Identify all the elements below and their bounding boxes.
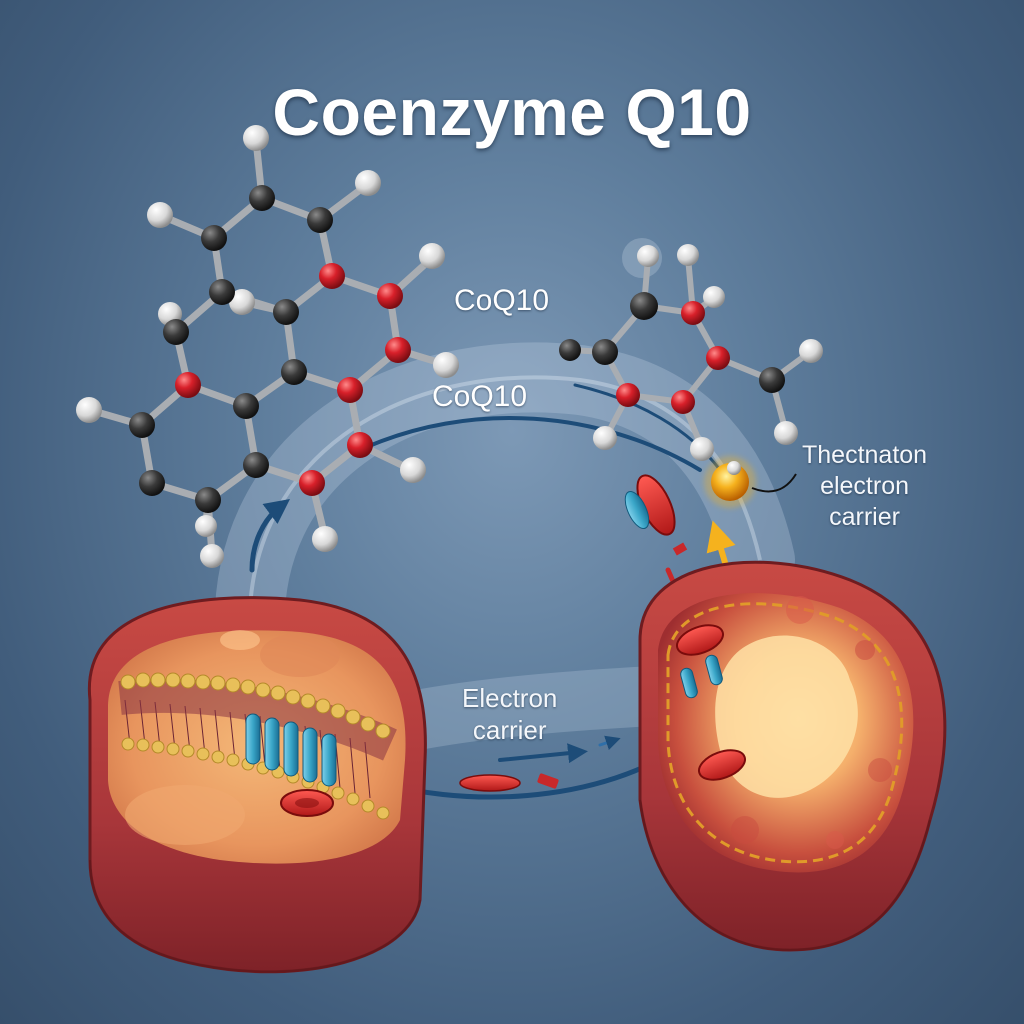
right-cell xyxy=(638,560,947,952)
hydrogen-atoms xyxy=(76,125,459,568)
callout-line-3: carrier xyxy=(829,503,900,531)
callout-line-2: electron xyxy=(820,472,910,500)
arrow-arc-top xyxy=(358,416,702,472)
label-coq10-arc: CoQ10 xyxy=(432,380,528,413)
electron-particle xyxy=(711,463,749,501)
coq10-molecule-left xyxy=(76,125,459,568)
membrane-heads-top xyxy=(120,672,391,739)
label-electron-carrier-center: Electron carrier xyxy=(462,682,557,746)
membrane-bilayer xyxy=(118,672,397,820)
left-cell-organelles xyxy=(125,630,340,845)
page-title: Coenzyme Q10 xyxy=(272,75,752,149)
oxygen-atoms xyxy=(175,263,411,496)
electron-callout xyxy=(704,456,797,508)
left-cell xyxy=(87,596,427,974)
right-cell-matrix xyxy=(715,596,892,849)
membrane-proteins xyxy=(245,713,337,787)
arrow-up-left xyxy=(249,498,290,573)
center-label-line-2: carrier xyxy=(472,715,547,745)
right-red-blood-cells xyxy=(676,624,746,781)
label-electron-carrier-right: Thectnaton electron carrier xyxy=(802,440,927,533)
arrow-center-right xyxy=(498,743,588,764)
callout-leader-line xyxy=(751,473,797,493)
left-red-blood-cell xyxy=(280,789,334,817)
floating-carriers xyxy=(459,474,688,792)
coq10-molecule-right xyxy=(559,238,823,461)
right-cell-inner-membrane xyxy=(666,602,904,864)
right-proteins xyxy=(680,654,723,699)
label-coq10-top: CoQ10 xyxy=(454,284,550,317)
callout-line-1: Thectnaton xyxy=(802,441,928,469)
arrow-center-small xyxy=(598,735,621,750)
carbon-atoms xyxy=(129,185,333,513)
center-label-line-1: Electron xyxy=(462,683,558,713)
